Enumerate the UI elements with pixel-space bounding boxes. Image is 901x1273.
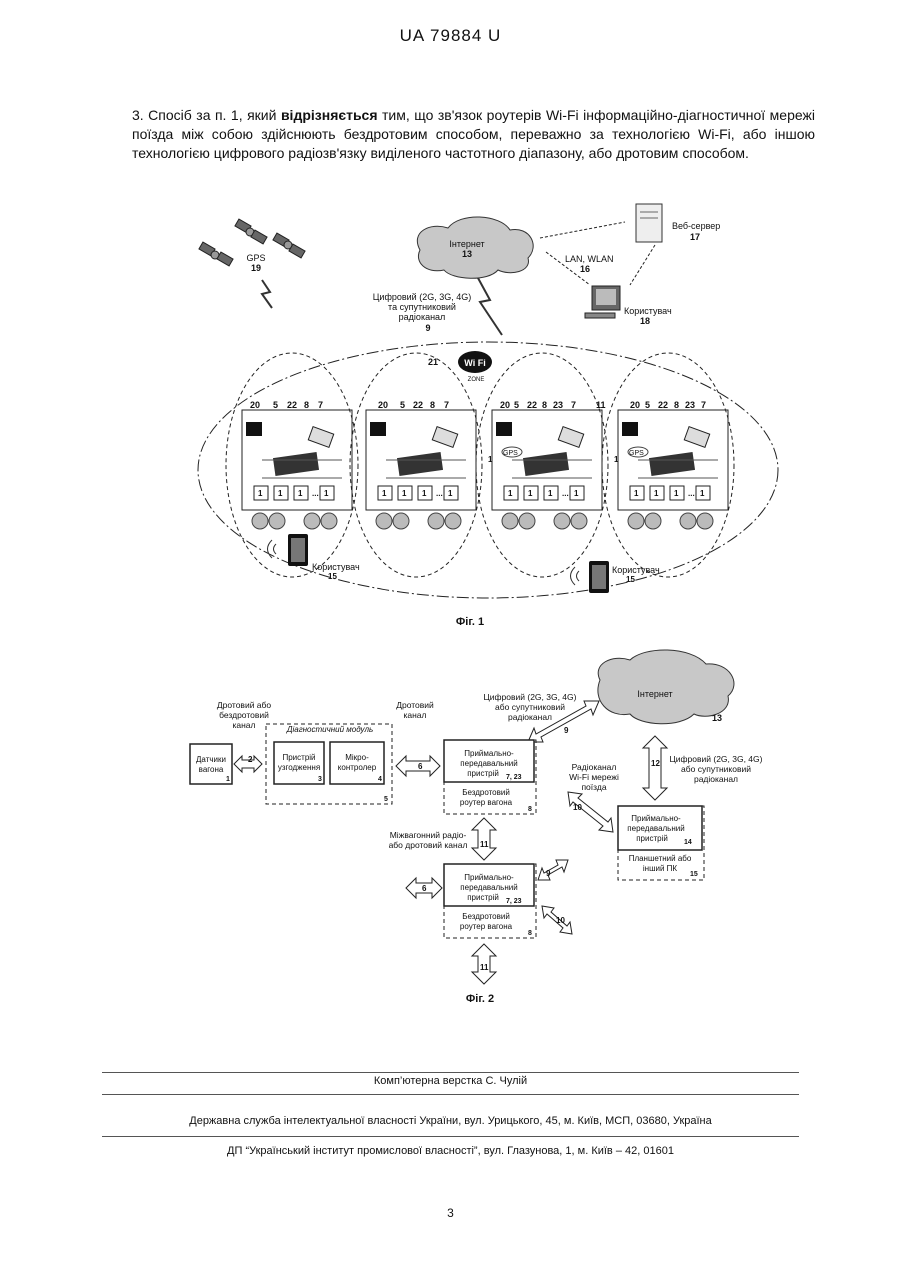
router-2-num: 8 xyxy=(528,930,532,937)
trx-2-label-2: передавальний xyxy=(460,883,517,892)
svg-text:Цифровий (2G, 3G, 4G): Цифровий (2G, 3G, 4G) xyxy=(670,754,763,764)
intercar-label-1: Міжвагонний радіо- xyxy=(390,830,467,840)
arrow-10-lower-num: 10 xyxy=(556,916,565,925)
pc-trx-label-1: Приймально- xyxy=(631,814,681,823)
svg-text:поїзда: поїзда xyxy=(581,782,606,792)
router-1-label-2: роутер вагона xyxy=(460,798,513,807)
pc-trx-label-3: пристрій xyxy=(636,834,668,843)
wifi-channel-label: Радіоканал Wi-Fi мережі поїзда xyxy=(569,762,619,792)
svg-text:Цифровий (2G, 3G, 4G): Цифровий (2G, 3G, 4G) xyxy=(484,692,577,702)
footer-institute: ДП “Український інститут промислової вла… xyxy=(0,1145,901,1157)
trx-2-label-3: пристрій xyxy=(467,893,499,902)
pc-trx-label-2: передавальний xyxy=(627,824,684,833)
arrow-6-num: 6 xyxy=(418,762,423,771)
digital-label: Цифровий (2G, 3G, 4G) або супутниковий р… xyxy=(484,692,577,722)
trx-1-label-3: пристрій xyxy=(467,769,499,778)
diag-module-label: Діагностичний модуль xyxy=(286,725,373,734)
trx-1-num: 7, 23 xyxy=(506,774,522,781)
svg-text:Радіоканал: Радіоканал xyxy=(572,762,617,772)
router-1-num: 8 xyxy=(528,806,532,813)
tablet-label-1: Планшетний або xyxy=(629,854,692,863)
footer-layout: Комп’ютерна верстка С. Чулій xyxy=(0,1075,901,1087)
footer-rule-2 xyxy=(102,1094,799,1095)
page-number: 3 xyxy=(0,1206,901,1220)
mcu-label-2: контролер xyxy=(338,763,377,772)
svg-text:Дротовий або: Дротовий або xyxy=(217,700,272,710)
svg-text:або супутниковий: або супутниковий xyxy=(495,702,565,712)
arrow-12 xyxy=(643,736,667,800)
tablet-label-2: інший ПК xyxy=(643,864,678,873)
fig2-caption: Фіг. 2 xyxy=(466,993,494,1005)
arrow-11-num: 11 xyxy=(480,840,489,849)
wired-label-2: канал xyxy=(403,710,426,720)
arrow-12-num: 12 xyxy=(651,759,660,768)
arrow-6-lower-num: 6 xyxy=(422,884,427,893)
fig2-internet-label: Інтернет xyxy=(637,689,672,699)
matcher-label-2: узгодження xyxy=(278,763,320,772)
router-2-label-1: Бездротовий xyxy=(462,912,510,921)
fig2-internet-num: 13 xyxy=(712,713,722,723)
footer-office: Державна служба інтелектуальної власност… xyxy=(0,1115,901,1127)
pc-trx-num: 14 xyxy=(684,839,692,846)
right-digital-label: Цифровий (2G, 3G, 4G) або супутниковий р… xyxy=(670,754,763,784)
svg-text:радіоканал: радіоканал xyxy=(694,774,738,784)
arrow-10-num: 10 xyxy=(573,803,582,812)
arrow-2-num: 2 xyxy=(248,755,253,764)
sensors-num: 1 xyxy=(226,776,230,783)
arrow-11 xyxy=(472,818,496,860)
wired-wireless-label: Дротовий або бездротовий канал xyxy=(217,700,272,730)
svg-text:радіоканал: радіоканал xyxy=(508,712,552,722)
footer-rule-1 xyxy=(102,1072,799,1073)
arrow-11-lower-num: 11 xyxy=(480,963,489,972)
wired-label-1: Дротовий xyxy=(396,700,434,710)
svg-text:Wi-Fi мережі: Wi-Fi мережі xyxy=(569,772,619,782)
matcher-label-1: Пристрій xyxy=(282,753,315,762)
footer-rule-3 xyxy=(102,1136,799,1137)
tablet-num: 15 xyxy=(690,871,698,878)
trx-1-label-1: Приймально- xyxy=(464,749,514,758)
router-2-label-2: роутер вагона xyxy=(460,922,513,931)
mcu-label-1: Мікро- xyxy=(345,753,369,762)
svg-text:або супутниковий: або супутниковий xyxy=(681,764,751,774)
trx-2-num: 7, 23 xyxy=(506,898,522,905)
arrow-9-lower xyxy=(538,860,568,880)
svg-text:канал: канал xyxy=(232,720,255,730)
intercar-label-2: або дротовий канал xyxy=(389,840,468,850)
sensors-label-1: Датчики xyxy=(196,755,226,764)
svg-text:бездротовий: бездротовий xyxy=(219,710,269,720)
sensors-label-2: вагона xyxy=(199,765,224,774)
trx-1-label-2: передавальний xyxy=(460,759,517,768)
arrow-10 xyxy=(568,792,613,832)
arrow-9-lower-num: 9 xyxy=(546,869,551,878)
module-num: 5 xyxy=(384,796,388,803)
matcher-num: 3 xyxy=(318,776,322,783)
arrow-9-num: 9 xyxy=(564,726,569,735)
router-1-label-1: Бездротовий xyxy=(462,788,510,797)
trx-2-label-1: Приймально- xyxy=(464,873,514,882)
mcu-num: 4 xyxy=(378,776,382,783)
